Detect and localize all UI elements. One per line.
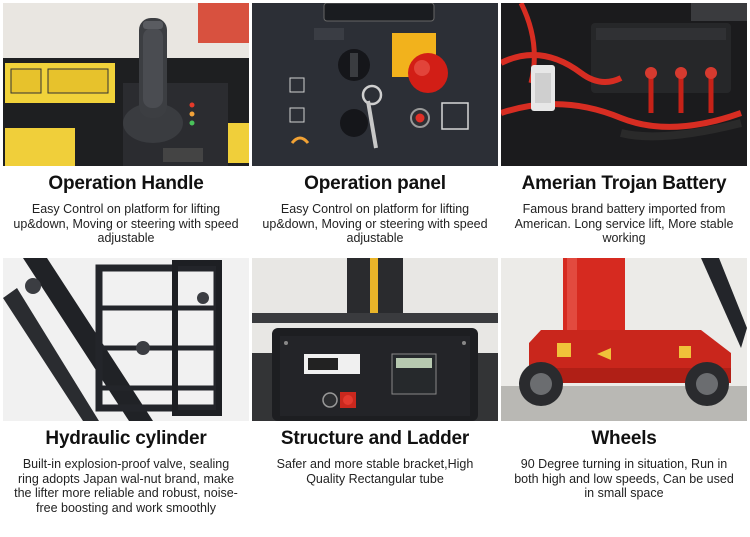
wheels-photo [501, 258, 747, 421]
battery-photo [501, 3, 747, 166]
feature-description: Famous brand battery imported from Ameri… [514, 202, 734, 245]
structure-photo [252, 258, 498, 421]
feature-description: 90 Degree turning in situation, Run in b… [514, 457, 734, 500]
hydraulic-cylinder-photo [3, 258, 249, 421]
feature-description: Easy Control on platform for lifting up&… [262, 202, 488, 245]
feature-title: Structure and Ladder [280, 428, 470, 449]
feature-title: Hydraulic cylinder [45, 428, 207, 449]
joystick-control-photo [3, 3, 249, 166]
feature-description: Built-in explosion-proof valve, sealing … [14, 457, 238, 515]
feature-title: Wheels [591, 428, 657, 449]
feature-title: Amerian Trojan Battery [521, 173, 727, 194]
feature-description: Easy Control on platform for lifting up&… [13, 202, 239, 245]
feature-title: Operation Handle [48, 173, 204, 194]
feature-title: Operation panel [304, 173, 446, 194]
feature-description: Safer and more stable bracket,High Quali… [276, 457, 474, 486]
control-panel-photo [252, 3, 498, 166]
